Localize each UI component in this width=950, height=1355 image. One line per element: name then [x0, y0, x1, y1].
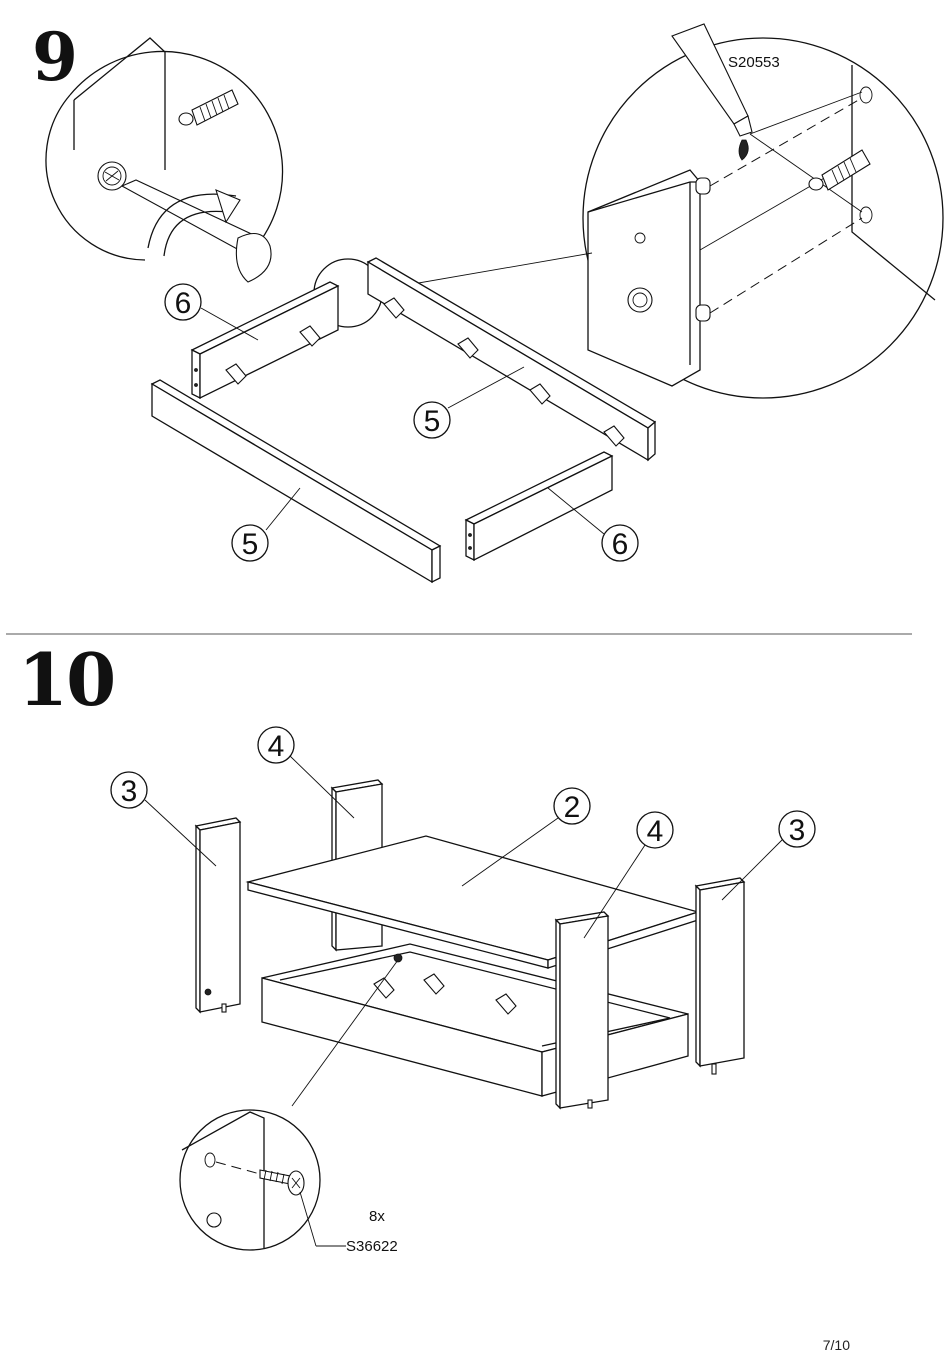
- screw-quantity: 8x: [369, 1208, 385, 1225]
- svg-text:6: 6: [175, 287, 192, 320]
- step-10-callout-3-left: 3: [111, 772, 216, 866]
- svg-text:4: 4: [268, 730, 285, 763]
- step-9-callout-5-center: 5: [414, 367, 524, 438]
- screw-part-code: S36622: [346, 1238, 398, 1255]
- svg-text:3: 3: [789, 814, 806, 847]
- page-number: 7/10: [823, 1337, 850, 1353]
- cam-lock-icon-2: [628, 288, 652, 312]
- glue-tube-icon: [672, 24, 752, 160]
- svg-text:5: 5: [242, 528, 259, 561]
- lower-frame: [262, 944, 688, 1096]
- screw-icon: [260, 1170, 304, 1195]
- dowel-icon: [809, 150, 870, 190]
- svg-text:3: 3: [121, 775, 138, 808]
- svg-text:2: 2: [564, 791, 581, 824]
- step-10-callout-4-back: 4: [258, 727, 354, 818]
- glue-part-code: S20553: [728, 54, 780, 71]
- cam-lock-detail-circle: [46, 38, 283, 282]
- leg-right-front: [556, 912, 608, 1108]
- svg-text:5: 5: [424, 405, 441, 438]
- cam-bolt-icon: [179, 90, 238, 125]
- screwdriver-icon: [122, 180, 271, 282]
- table-top-panel: [248, 836, 698, 968]
- svg-text:4: 4: [647, 815, 664, 848]
- screw-detail-circle: [180, 1110, 320, 1250]
- leg-left-front: [196, 818, 240, 1012]
- glue-dowel-detail-circle: S20553: [583, 24, 943, 398]
- step-9-callout-5-front: 5: [232, 488, 300, 561]
- frame-right-side-panel: [466, 452, 612, 560]
- leg-right-back: [696, 878, 744, 1074]
- svg-text:6: 6: [612, 528, 629, 561]
- step-10-callout-3-right: 3: [722, 811, 815, 900]
- frame-front-panel: [152, 380, 440, 582]
